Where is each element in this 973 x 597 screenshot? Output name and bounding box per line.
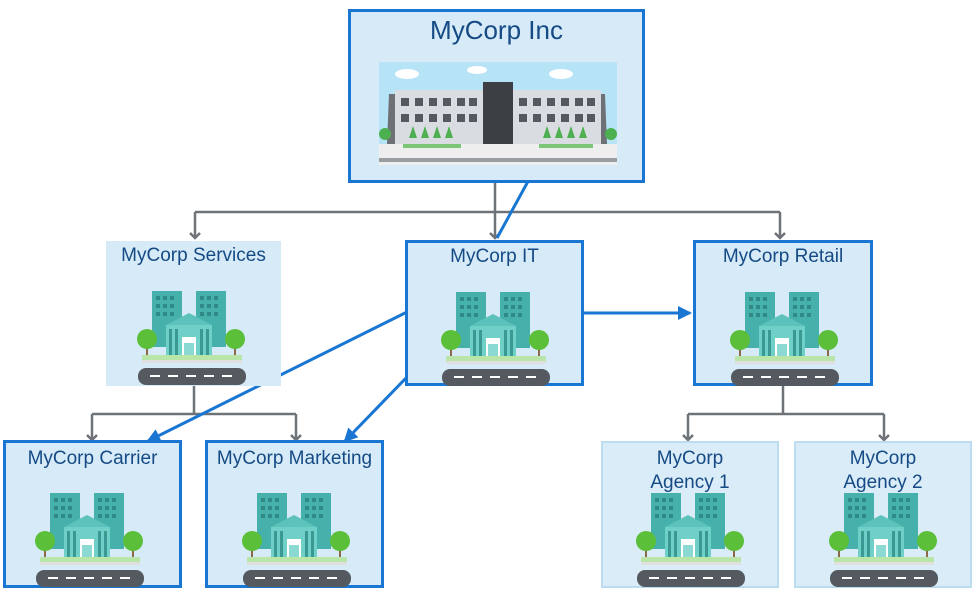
headquarters-building-icon — [379, 62, 617, 165]
node-mycorp-carrier[interactable]: MyCorp Carrier — [3, 440, 182, 588]
office-building-icon — [729, 292, 841, 393]
office-building-icon — [828, 493, 940, 594]
office-building-icon — [635, 493, 747, 594]
node-mycorp-it[interactable]: MyCorp IT — [405, 240, 584, 386]
hierarchy-connector-retail — [682, 386, 890, 442]
node-title-line-1: MyCorp — [656, 448, 724, 469]
node-title: MyCorp Marketing — [216, 448, 373, 469]
node-title: MyCorp Carrier — [27, 448, 158, 469]
hierarchy-connector-root — [189, 183, 786, 240]
hierarchy-connector-services — [86, 386, 302, 442]
node-mycorp-services[interactable]: MyCorp Services — [106, 241, 281, 386]
node-mycorp-inc[interactable]: MyCorp Inc — [348, 9, 645, 183]
node-mycorp-marketing[interactable]: MyCorp Marketing — [205, 440, 384, 588]
office-building-icon — [136, 291, 248, 392]
node-title: MyCorp Retail — [722, 246, 844, 267]
node-mycorp-retail[interactable]: MyCorp Retail — [693, 240, 873, 386]
office-building-icon — [241, 493, 353, 594]
office-building-icon — [34, 493, 146, 594]
node-title-line-1: MyCorp — [849, 448, 917, 469]
node-title: MyCorp Inc — [430, 15, 563, 45]
node-title-line-2: Agency 2 — [843, 472, 923, 493]
node-title: MyCorp Services — [121, 245, 266, 266]
node-title-line-2: Agency 1 — [650, 472, 730, 493]
node-mycorp-agency-2[interactable]: MyCorp Agency 2 — [794, 441, 972, 588]
node-title: MyCorp IT — [450, 246, 539, 267]
node-mycorp-agency-1[interactable]: MyCorp Agency 1 — [601, 441, 779, 588]
office-building-icon — [440, 292, 552, 393]
